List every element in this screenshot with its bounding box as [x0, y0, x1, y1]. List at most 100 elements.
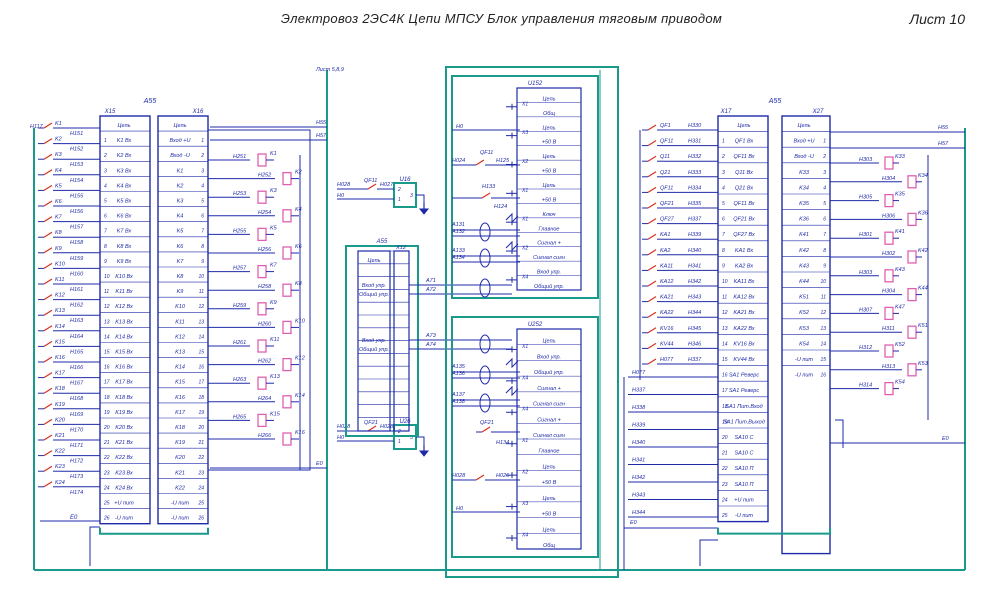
wire: [416, 436, 425, 445]
row-label: Вход упр.: [537, 354, 561, 360]
pin-number: 17: [104, 380, 110, 386]
row-label: Общ: [543, 543, 555, 549]
wire-label: H125: [496, 158, 510, 164]
row-label-right: K12: [175, 334, 185, 340]
row-label-left: QF11 Вх: [733, 154, 754, 160]
pin-number: 13: [104, 319, 110, 325]
sheet-number: Лист 10: [909, 11, 965, 27]
ground-icon: [418, 450, 430, 457]
wire-label: H028: [337, 182, 351, 188]
relay-label: K51: [918, 323, 928, 329]
wire-label: H266: [258, 433, 272, 439]
wire-label: H0: [337, 435, 345, 441]
contact-label: QF11: [660, 139, 673, 145]
pin-number: 3: [823, 170, 826, 176]
input-contact-icon: [647, 233, 657, 240]
row-label: +50 В: [542, 480, 557, 486]
pin-number: 6: [201, 214, 204, 220]
contact-label: KA11: [660, 263, 673, 269]
pin-number: 17: [198, 380, 204, 386]
relay-coil-icon: [282, 171, 292, 186]
row-label: Цепь: [542, 527, 555, 533]
pin-number: 16: [820, 373, 826, 379]
wire-label: H124: [494, 204, 507, 210]
contact-label: K8: [55, 230, 63, 236]
relay-coil-icon: [282, 395, 292, 409]
pin-number: 11: [821, 295, 826, 301]
row-label-right: K9: [177, 289, 184, 295]
row-label-left: SA1 Пит.Выход: [723, 419, 765, 425]
block-right-name: А55: [768, 98, 782, 105]
supply-wire: [208, 129, 311, 471]
contact-label: KA12: [660, 279, 673, 285]
wire-label: H158: [70, 240, 84, 246]
pin-number: 16: [104, 365, 110, 371]
input-contact-icon: [43, 356, 53, 363]
relay-label: K41: [895, 229, 905, 235]
pin-number: 16: [722, 373, 728, 379]
pin-number: 19: [198, 410, 204, 416]
input-contact-icon: [647, 140, 657, 147]
wire-label: A74: [425, 342, 436, 348]
wire-label: H259: [233, 303, 246, 309]
wire-label: H257: [233, 266, 247, 272]
wire-label: H313: [882, 364, 896, 370]
input-contact-icon: [647, 358, 657, 365]
pin-number: 10: [820, 279, 826, 285]
row-label-right: Цепь: [797, 123, 810, 129]
row-label: +50 В: [542, 140, 557, 146]
pin-number: 4: [722, 185, 725, 191]
row-label: Сигнал +: [537, 417, 561, 423]
pin-number: 1: [722, 139, 725, 145]
pin-number: 2: [103, 153, 107, 159]
row-label: Цепь: [542, 464, 555, 470]
row-label-left: K4 Вх: [117, 183, 132, 189]
relay-label: K11: [270, 337, 279, 343]
pin-number: 4: [104, 183, 107, 189]
input-contact-icon: [43, 231, 53, 238]
row-label-right: K52: [799, 310, 809, 316]
pin-number: 10: [104, 274, 110, 280]
pin-number: 2: [721, 154, 725, 160]
pin-number: 11: [722, 295, 727, 301]
pin-number: 18: [722, 404, 728, 410]
input-contact-icon: [43, 340, 53, 347]
wire-label: H337: [632, 388, 646, 394]
contact-label: QF21: [660, 201, 674, 207]
pin-number: 23: [197, 470, 204, 476]
contact-label: H077: [660, 357, 674, 363]
pin-number: 15: [722, 357, 728, 363]
breaker-icon: [367, 425, 377, 432]
pin-number: X4: [521, 375, 528, 381]
pin-number: 9: [823, 263, 826, 269]
wire-label: H304: [882, 176, 895, 182]
block-a55-conn: Х12: [395, 245, 406, 251]
shield-icon: [505, 212, 519, 224]
relay-coil-icon: [282, 432, 292, 446]
relay-label: K52: [895, 342, 905, 348]
pin-number: 21: [197, 440, 204, 446]
row-label: Сигнал сигн: [533, 402, 565, 408]
input-contact-icon: [647, 202, 657, 209]
pin-number: X3: [521, 501, 528, 507]
input-contact-icon: [647, 342, 657, 349]
wire-label: H346: [688, 341, 702, 347]
row-label-left: K21 Вх: [115, 440, 133, 446]
wire-label: H167: [70, 381, 84, 387]
pin-number: 3: [104, 168, 107, 174]
input-contact-icon: [43, 387, 53, 394]
row-label-right: K33: [799, 170, 810, 176]
pin-number: 20: [103, 425, 110, 431]
wire-label: A138: [451, 399, 466, 405]
row-label-left: QF21 Вх: [733, 217, 755, 223]
contact-label: KA21: [660, 295, 673, 301]
row-label: Общий упр.: [359, 346, 389, 353]
h55-label: H55: [316, 120, 327, 126]
pin-number: X4: [521, 407, 528, 413]
wire-label: A134: [451, 255, 465, 261]
relay-coil-icon: [257, 264, 267, 279]
row-label-right: K54: [799, 341, 809, 347]
twisted-pair-icon: [479, 222, 491, 242]
row-label-left: K13 Вх: [115, 319, 133, 325]
wire-label: H338: [632, 405, 646, 411]
